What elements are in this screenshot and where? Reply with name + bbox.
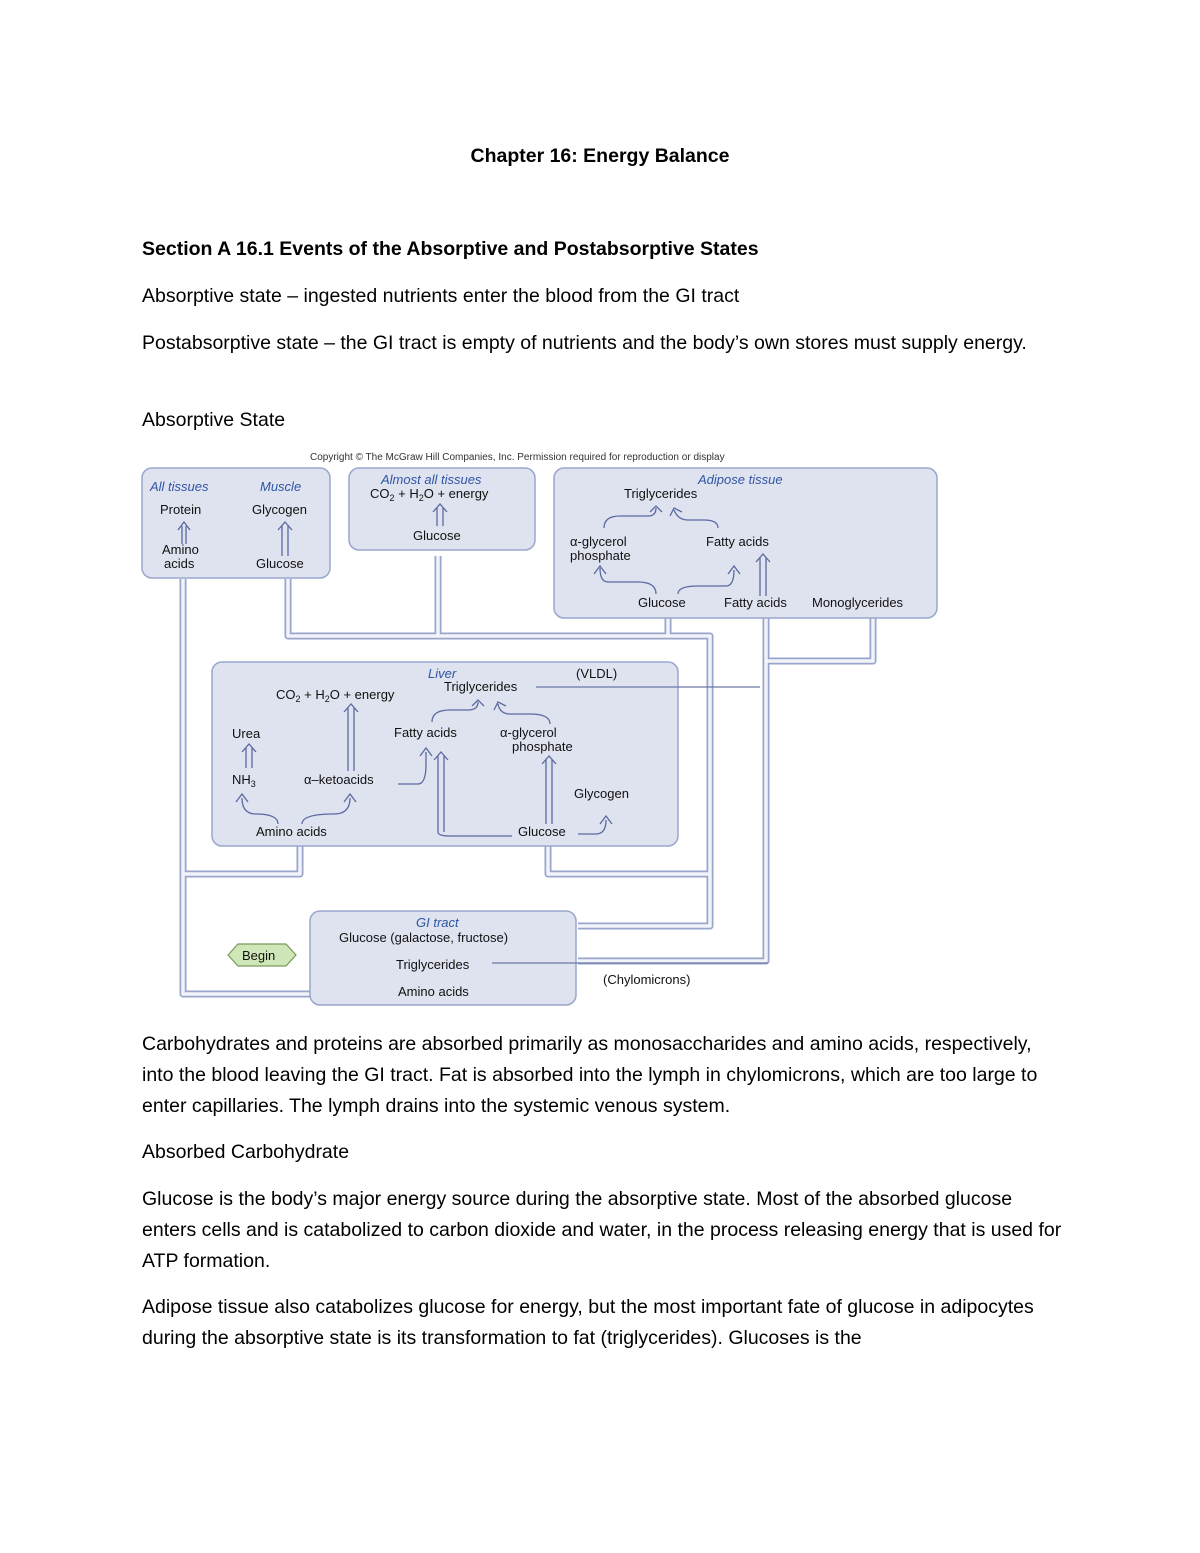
arrow-icon	[177, 520, 293, 556]
label-monoglycerides: Monoglycerides	[812, 595, 904, 610]
paragraph-postabsorptive: Postabsorptive state – the GI tract is e…	[142, 332, 1027, 354]
label-triglycerides-liver: Triglycerides	[444, 679, 518, 694]
label-glucose-liver: Glucose	[518, 824, 566, 839]
label-alpha-glycerol-adipose-2: phosphate	[570, 548, 631, 563]
label-amino-2: acids	[164, 556, 195, 571]
label-triglycerides-gi: Triglycerides	[396, 957, 470, 972]
paragraph-glucose: Glucose is the body’s major energy sourc…	[142, 1188, 1062, 1272]
label-glycogen-liver: Glycogen	[574, 786, 629, 801]
label-glucose-gi: Glucose (galactose, fructose)	[339, 930, 508, 945]
label-amino-acids-liver: Amino acids	[256, 824, 327, 839]
begin-badge	[227, 943, 297, 967]
box-almost-all-tissues	[348, 467, 536, 551]
label-urea: Urea	[232, 726, 261, 741]
label-ketoacids: α–ketoacids	[304, 772, 374, 787]
arrow-icon	[593, 505, 771, 596]
heading-gi-tract: GI tract	[416, 915, 460, 930]
label-glycogen-muscle: Glycogen	[252, 502, 307, 517]
label-co2-liver: CO2 + H2O + energy	[276, 687, 395, 704]
label-fatty-acids-liver: Fatty acids	[394, 725, 457, 740]
label-glucose-adipose: Glucose	[638, 595, 686, 610]
label-amino-acids-gi: Amino acids	[398, 984, 469, 999]
label-chylomicrons: (Chylomicrons)	[603, 972, 690, 987]
label-glucose-muscle: Glucose	[256, 556, 304, 571]
label-fatty-acids-in: Fatty acids	[724, 595, 787, 610]
label-amino-1: Amino	[162, 542, 199, 557]
paragraph-adipose: Adipose tissue also catabolizes glucose …	[142, 1296, 1034, 1349]
paragraph-carbs-proteins: Carbohydrates and proteins are absorbed …	[142, 1033, 1038, 1117]
box-adipose-tissue	[553, 467, 938, 619]
label-alpha-glycerol-adipose-1: α-glycerol	[570, 534, 627, 549]
label-co2-energy: CO2 + H2O + energy	[370, 486, 489, 503]
label-protein: Protein	[160, 502, 201, 517]
label-alpha-glycerol-liver-2: phosphate	[512, 739, 573, 754]
heading-muscle: Muscle	[260, 479, 301, 494]
box-liver	[211, 661, 679, 847]
diagram-copyright: Copyright © The McGraw Hill Companies, I…	[310, 452, 725, 463]
heading-adipose-tissue: Adipose tissue	[697, 472, 783, 487]
arrow-icon	[235, 699, 613, 837]
heading-all-tissues: All tissues	[149, 479, 209, 494]
paragraph-absorptive: Absorptive state – ingested nutrients en…	[142, 285, 740, 307]
box-gi-tract	[309, 910, 577, 1006]
label-fatty-acids-adipose: Fatty acids	[706, 534, 769, 549]
box-all-tissues-muscle	[141, 467, 331, 579]
subheading-absorbed-carbohydrate: Absorbed Carbohydrate	[142, 1141, 350, 1163]
label-begin: Begin	[242, 948, 275, 963]
section-heading: Section A 16.1 Events of the Absorptive …	[142, 238, 759, 260]
label-nh3: NH3	[232, 772, 256, 789]
diagram-connectors	[179, 556, 877, 998]
arrow-icon	[432, 503, 448, 526]
heading-liver: Liver	[428, 666, 457, 681]
absorptive-state-diagram: Copyright © The McGraw Hill Companies, I…	[141, 452, 938, 1006]
label-vldl: (VLDL)	[576, 666, 617, 681]
label-triglycerides-adipose: Triglycerides	[624, 486, 698, 501]
subheading-absorptive-state: Absorptive State	[142, 409, 286, 431]
label-glucose-almost: Glucose	[413, 528, 461, 543]
label-alpha-glycerol-liver-1: α-glycerol	[500, 725, 557, 740]
heading-almost-all-tissues: Almost all tissues	[380, 472, 482, 487]
page-title: Chapter 16: Energy Balance	[470, 145, 730, 167]
